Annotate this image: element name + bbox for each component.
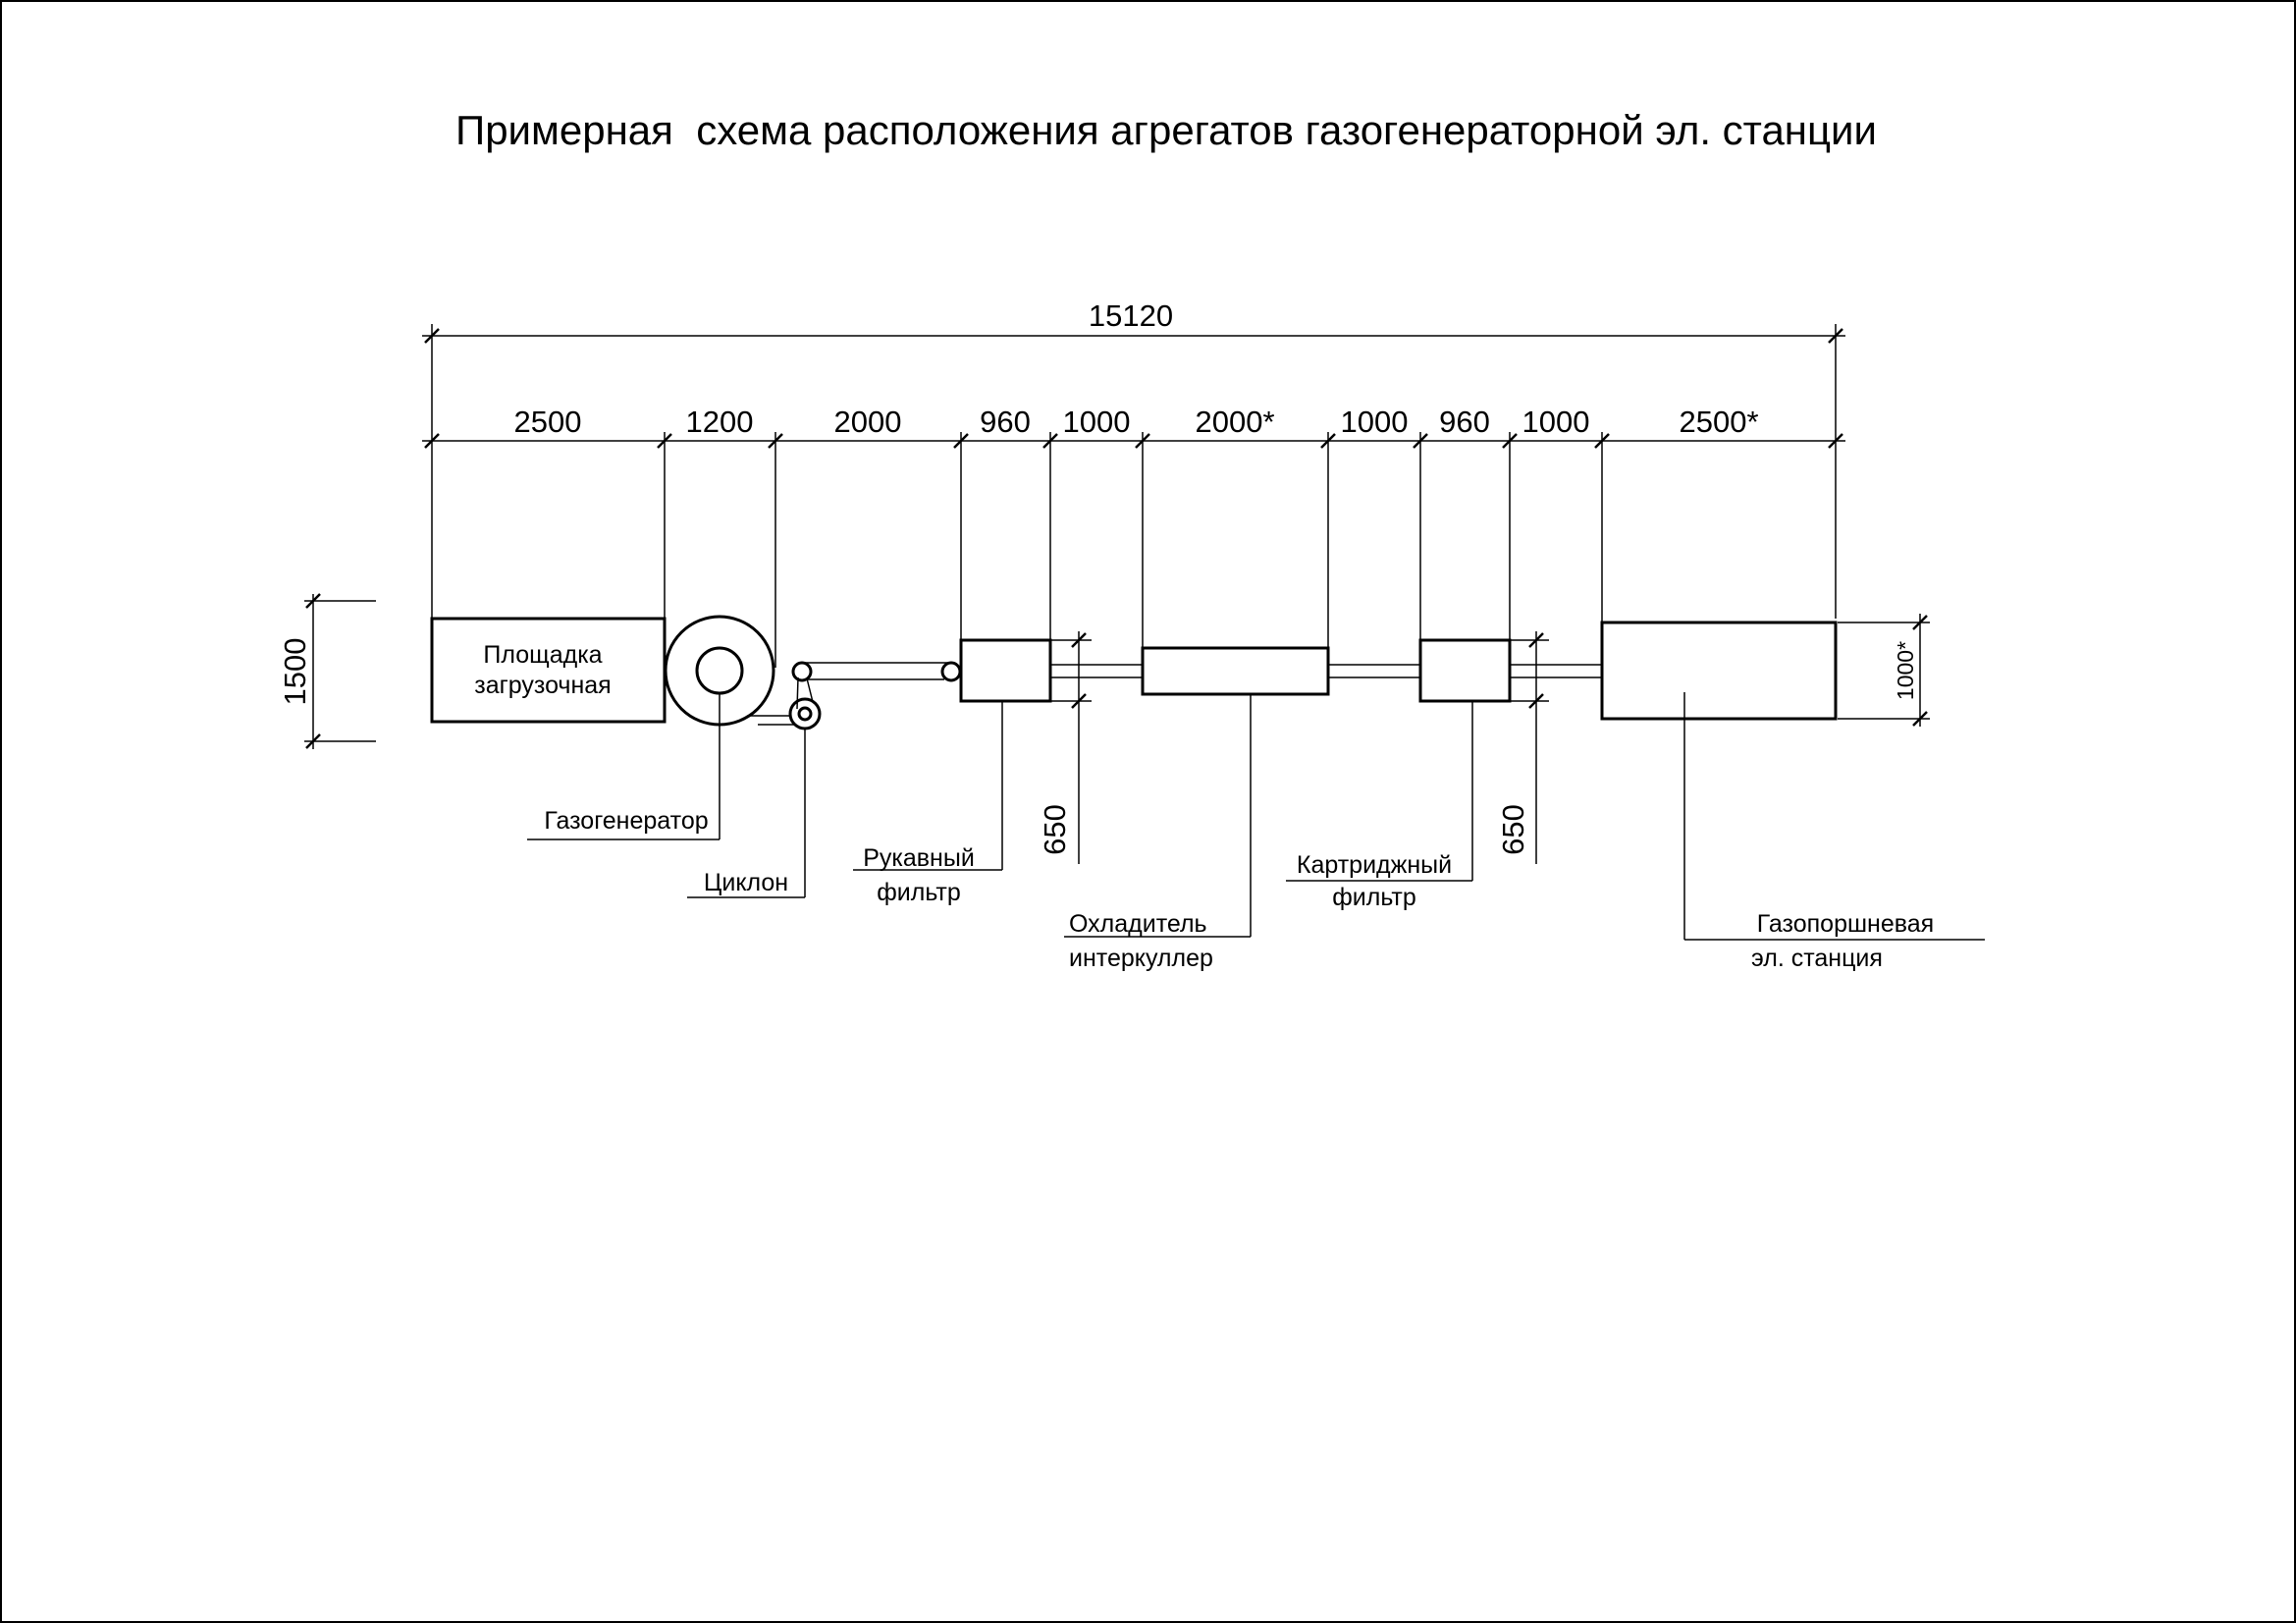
power-station-box — [1600, 621, 1838, 721]
cyclone-assembly — [748, 661, 962, 730]
platform-label-line1: Площадка — [483, 641, 602, 669]
cooler-box — [1141, 646, 1330, 696]
bag-filter-box — [959, 638, 1052, 703]
dim-segment-3: 2000 — [834, 405, 902, 439]
dim-segment-4: 960 — [980, 405, 1031, 439]
dim-segment-6: 2000* — [1195, 405, 1274, 439]
height-dimension-right: 1000* — [1838, 614, 1930, 727]
dim-gap-2: 650 — [1496, 804, 1530, 855]
dim-segment-8: 960 — [1439, 405, 1490, 439]
dim-gap-1: 650 — [1038, 804, 1072, 855]
label-bag-filter-line1: Рукавный — [863, 844, 975, 872]
dim-height-right: 1000* — [1893, 641, 1918, 700]
dim-segment-7: 1000 — [1341, 405, 1409, 439]
label-power-station-line2: эл. станция — [1751, 945, 1883, 972]
label-power-station-line1: Газопоршневая — [1757, 910, 1934, 938]
label-cartridge-filter-line1: Картриджный — [1297, 851, 1452, 879]
label-cooler-line2: интеркуллер — [1069, 945, 1213, 972]
platform-label-line2: загрузочная — [474, 672, 611, 699]
dim-segment-1: 2500 — [514, 405, 582, 439]
dim-segment-5: 1000 — [1063, 405, 1131, 439]
loading-platform-box — [430, 617, 667, 724]
label-bag-filter-line2: фильтр — [877, 879, 961, 906]
pipe-1 — [1050, 664, 1143, 678]
gap-dimension-1: 650 — [1038, 631, 1092, 864]
height-dimension-left: 1500 — [278, 593, 376, 749]
gasifier-inner-circle — [695, 646, 744, 695]
dim-segment-9: 1000 — [1522, 405, 1590, 439]
cartridge-filter-box — [1418, 638, 1512, 703]
label-cyclone: Циклон — [704, 869, 788, 896]
dim-total: 15120 — [1089, 298, 1173, 333]
label-cartridge-filter-line2: фильтр — [1332, 884, 1416, 911]
dim-height-left: 1500 — [278, 638, 312, 706]
label-gasifier: Газогенератор — [544, 807, 708, 835]
dim-segment-10: 2500* — [1679, 405, 1758, 439]
total-dimension: 15120 — [422, 298, 1845, 442]
pipe-2 — [1328, 664, 1420, 678]
dim-segment-2: 1200 — [686, 405, 754, 439]
diagram-title: Примерная схема расположения агрегатов г… — [455, 107, 1877, 153]
segment-dimensions: 2500 1200 2000 960 1000 2000* 1000 960 1… — [422, 405, 1845, 668]
label-cooler-line1: Охладитель — [1069, 910, 1207, 938]
gap-dimension-2: 650 — [1496, 631, 1549, 864]
pipe-3 — [1510, 664, 1602, 678]
